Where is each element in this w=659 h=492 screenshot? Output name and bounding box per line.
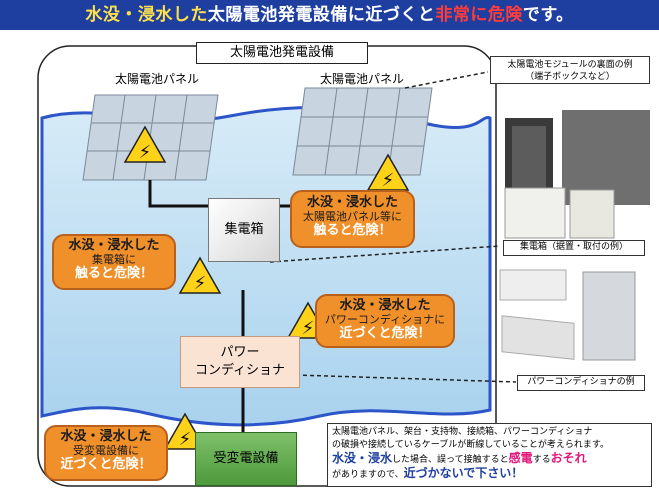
callout-junction: 水没・浸水した 集電箱に 触ると危険！	[52, 234, 176, 290]
callout-pcs-line1: 水没・浸水した	[339, 298, 431, 313]
junction-example-label: 集電箱（据置・取付の例）	[503, 240, 645, 256]
callout-panel-line3: 触ると危険！	[313, 223, 392, 238]
svg-text:⚡: ⚡	[139, 142, 152, 163]
warning-icon: ⚡	[178, 256, 222, 294]
pcs-example-label: パワーコンディショナの例	[517, 375, 645, 391]
junction-box: 集電箱	[208, 198, 280, 262]
callout-pcs-line3: 近づくと危険！	[339, 326, 431, 341]
callout-substation-line2: 受変電設備に	[73, 444, 139, 457]
junction-box-photo	[504, 187, 566, 239]
notice-line2: の破損や接続しているケーブルが断線していることが考えられます。	[332, 440, 610, 450]
warning-banner: 水没・浸水した太陽電池発電設備に近づくと非常に危険です。	[0, 0, 659, 30]
notice-mid1: した場合、誤って接触すると	[392, 455, 509, 465]
callout-panel: 水没・浸水した 太陽電池パネル等に 触ると危険！	[290, 190, 415, 248]
module-back-line2: （端子ボックスなど）	[525, 72, 615, 82]
banner-facility: 太陽電池発電設備に近づくと	[207, 5, 436, 25]
notice-em-flooded: 水没・浸水	[332, 451, 393, 465]
panel-right-label: 太陽電池パネル	[320, 72, 405, 86]
substation: 受変電設備	[195, 432, 297, 486]
callout-pcs-line2: パワーコンディショナに	[324, 313, 446, 326]
callout-panel-line2: 太陽電池パネル等に	[303, 210, 402, 223]
notice-em-shock: 感電	[508, 451, 533, 465]
module-back-photo-2	[562, 110, 650, 205]
svg-text:⚡: ⚡	[382, 170, 395, 191]
svg-text:⚡: ⚡	[179, 429, 192, 450]
banner-end: です。	[522, 5, 574, 25]
svg-text:⚡: ⚡	[302, 318, 315, 339]
callout-substation: 水没・浸水した 受変電設備に 近づくと危険！	[44, 425, 168, 481]
substation-label: 受変電設備	[213, 451, 279, 466]
panel-left-label: 太陽電池パネル	[115, 72, 200, 86]
callout-junction-line2: 集電箱に	[92, 253, 136, 266]
module-back-example-label: 太陽電池モジュールの裏面の例 （端子ボックスなど）	[490, 56, 650, 84]
banner-danger: 非常に危険	[435, 5, 523, 25]
notice-em-risk: おそれ	[550, 451, 587, 465]
callout-junction-line1: 水没・浸水した	[68, 238, 160, 253]
facility-title: 太陽電池発電設備	[196, 42, 368, 64]
pcs-photo-floor	[582, 271, 636, 361]
junction-box-label: 集電箱	[224, 222, 264, 237]
callout-substation-line1: 水没・浸水した	[60, 429, 152, 444]
warning-icon: ⚡	[123, 125, 167, 163]
banner-flooded: 水没・浸水した	[85, 5, 208, 25]
callout-junction-line3: 触ると危険！	[74, 266, 153, 281]
power-conditioner: パワー コンディショナ	[180, 336, 300, 388]
callout-substation-line3: 近づくと危険！	[60, 457, 152, 472]
notice-line4a: がありますので、	[332, 470, 404, 480]
notice-box: 太陽電池パネル、架台・支持物、接続箱、パワーコンディショナ の破損や接続している…	[327, 423, 652, 487]
pcs-photo-wall	[499, 269, 567, 301]
solar-panel-right-illustration	[292, 87, 433, 176]
callout-pcs: 水没・浸水した パワーコンディショナに 近づくと危険！	[315, 294, 455, 348]
svg-text:⚡: ⚡	[194, 273, 207, 294]
callout-panel-line1: 水没・浸水した	[306, 195, 398, 210]
notice-mid2: する	[532, 455, 551, 465]
notice-line1: 太陽電池パネル、架台・支持物、接続箱、パワーコンディショナ	[332, 427, 593, 437]
notice-em-keep-away: 近づかないで下さい！	[403, 466, 524, 480]
module-back-line1: 太陽電池モジュールの裏面の例	[507, 60, 633, 70]
